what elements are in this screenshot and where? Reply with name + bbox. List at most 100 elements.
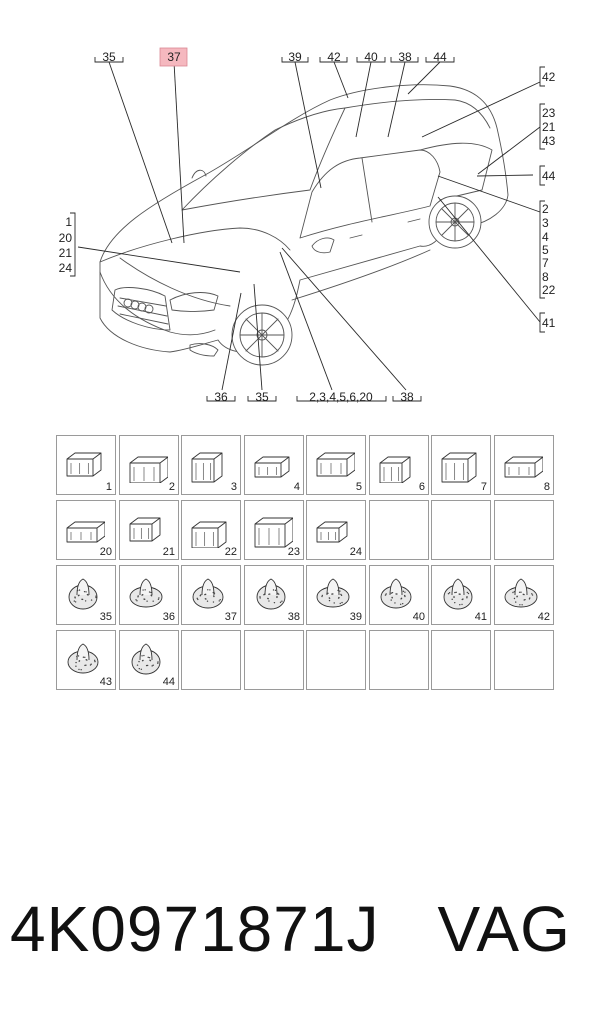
part-cell-empty: [431, 630, 491, 690]
part-number-label: 2: [168, 481, 175, 493]
svg-text:4: 4: [542, 230, 549, 244]
svg-text:1: 1: [65, 215, 72, 229]
part-cell-7[interactable]: 7: [431, 435, 491, 495]
callout-36-bottom[interactable]: 36: [206, 390, 236, 404]
svg-text:23: 23: [542, 106, 556, 120]
part-number-label: 6: [418, 481, 425, 493]
svg-text:38: 38: [398, 50, 412, 64]
part-number-label: 38: [287, 611, 300, 623]
callout-2-22-right[interactable]: 2 3 4 5 7 8 22: [539, 200, 556, 299]
svg-text:44: 44: [542, 169, 556, 183]
part-cell-35[interactable]: 35: [56, 565, 116, 625]
callout-37-top[interactable]: 37: [159, 47, 188, 67]
callout-2-6-20-bottom[interactable]: 2,3,4,5,6,20: [296, 390, 387, 404]
part-cell-5[interactable]: 5: [306, 435, 366, 495]
svg-text:21: 21: [542, 120, 556, 134]
brand-name: VAG: [437, 893, 571, 965]
callout-41-right[interactable]: 41: [539, 312, 556, 333]
svg-text:42: 42: [542, 70, 556, 84]
part-number-label: 4K0971871J VAG: [10, 892, 571, 966]
car-illustration: [99, 84, 509, 366]
part-number-label: 44: [162, 676, 175, 688]
part-number-label: 7: [480, 481, 487, 493]
part-cell-22[interactable]: 22: [181, 500, 241, 560]
part-cell-43[interactable]: 43: [56, 630, 116, 690]
part-number-label: 37: [224, 611, 237, 623]
part-number-label: 35: [99, 611, 112, 623]
part-cell-20[interactable]: 20: [56, 500, 116, 560]
svg-text:21: 21: [59, 246, 73, 260]
part-number-label: 43: [99, 676, 112, 688]
part-cell-3[interactable]: 3: [181, 435, 241, 495]
part-cell-36[interactable]: 36: [119, 565, 179, 625]
part-number-label: 8: [543, 481, 550, 493]
callouts-right: 42 23 21 43 44 2 3 4 5 7 8 22 41: [539, 66, 556, 333]
svg-text:36: 36: [214, 390, 228, 404]
part-number: 4K0971871J: [10, 893, 380, 965]
part-number-label: 5: [355, 481, 362, 493]
svg-text:44: 44: [433, 50, 447, 64]
callout-35-top[interactable]: 35: [94, 50, 124, 64]
exploded-car-diagram: 35 37 39 42 40 38 44 42: [59, 47, 556, 404]
part-number-label: 20: [99, 546, 112, 558]
part-cell-40[interactable]: 40: [369, 565, 429, 625]
callout-1-20-21-24-left[interactable]: 1 20 21 24: [59, 212, 76, 277]
svg-text:3: 3: [542, 216, 549, 230]
part-cell-42[interactable]: 42: [494, 565, 554, 625]
callout-38-top[interactable]: 38: [390, 50, 419, 64]
svg-text:2: 2: [542, 202, 549, 216]
part-cell-empty: [244, 630, 304, 690]
part-cell-empty: [181, 630, 241, 690]
part-cell-39[interactable]: 39: [306, 565, 366, 625]
svg-text:37: 37: [167, 50, 181, 64]
callout-38-bottom[interactable]: 38: [392, 390, 422, 404]
svg-text:43: 43: [542, 134, 556, 148]
part-cell-empty: [369, 500, 429, 560]
part-number-label: 39: [349, 611, 362, 623]
callouts-top: 35 37 39 42 40 38 44: [94, 47, 455, 67]
part-number-label: 22: [224, 546, 237, 558]
part-cell-44[interactable]: 44: [119, 630, 179, 690]
part-cell-21[interactable]: 21: [119, 500, 179, 560]
part-cell-38[interactable]: 38: [244, 565, 304, 625]
callout-44-right[interactable]: 44: [539, 165, 556, 186]
part-cell-empty: [431, 500, 491, 560]
callout-40-top[interactable]: 40: [356, 50, 386, 64]
svg-text:38: 38: [400, 390, 414, 404]
part-cell-8[interactable]: 8: [494, 435, 554, 495]
part-number-label: 24: [349, 546, 362, 558]
callout-23-21-43-right[interactable]: 23 21 43: [539, 103, 556, 150]
svg-text:35: 35: [255, 390, 269, 404]
part-cell-empty: [306, 630, 366, 690]
part-cell-2[interactable]: 2: [119, 435, 179, 495]
part-cell-4[interactable]: 4: [244, 435, 304, 495]
svg-text:39: 39: [288, 50, 302, 64]
svg-text:20: 20: [59, 231, 73, 245]
callout-39-top[interactable]: 39: [281, 50, 309, 64]
callout-42-right[interactable]: 42: [539, 66, 556, 87]
svg-text:2,3,4,5,6,20: 2,3,4,5,6,20: [309, 390, 373, 404]
svg-text:7: 7: [542, 256, 549, 270]
part-number-label: 3: [230, 481, 237, 493]
part-cell-41[interactable]: 41: [431, 565, 491, 625]
callouts-bottom: 36 35 2,3,4,5,6,20 38: [206, 390, 422, 404]
part-number-label: 40: [412, 611, 425, 623]
part-cell-37[interactable]: 37: [181, 565, 241, 625]
svg-text:24: 24: [59, 261, 73, 275]
svg-text:35: 35: [102, 50, 116, 64]
part-number-label: 4: [293, 481, 300, 493]
part-cell-6[interactable]: 6: [369, 435, 429, 495]
part-cell-empty: [494, 500, 554, 560]
callouts-left: 1 20 21 24: [59, 212, 76, 277]
callout-44-top[interactable]: 44: [425, 50, 455, 64]
part-number-label: 36: [162, 611, 175, 623]
callout-42-top[interactable]: 42: [319, 50, 348, 64]
part-number-label: 41: [474, 611, 487, 623]
svg-text:22: 22: [542, 283, 556, 297]
part-cell-24[interactable]: 24: [306, 500, 366, 560]
part-number-label: 1: [105, 481, 112, 493]
part-cell-1[interactable]: 1: [56, 435, 116, 495]
callout-35-bottom[interactable]: 35: [247, 390, 277, 404]
part-cell-23[interactable]: 23: [244, 500, 304, 560]
